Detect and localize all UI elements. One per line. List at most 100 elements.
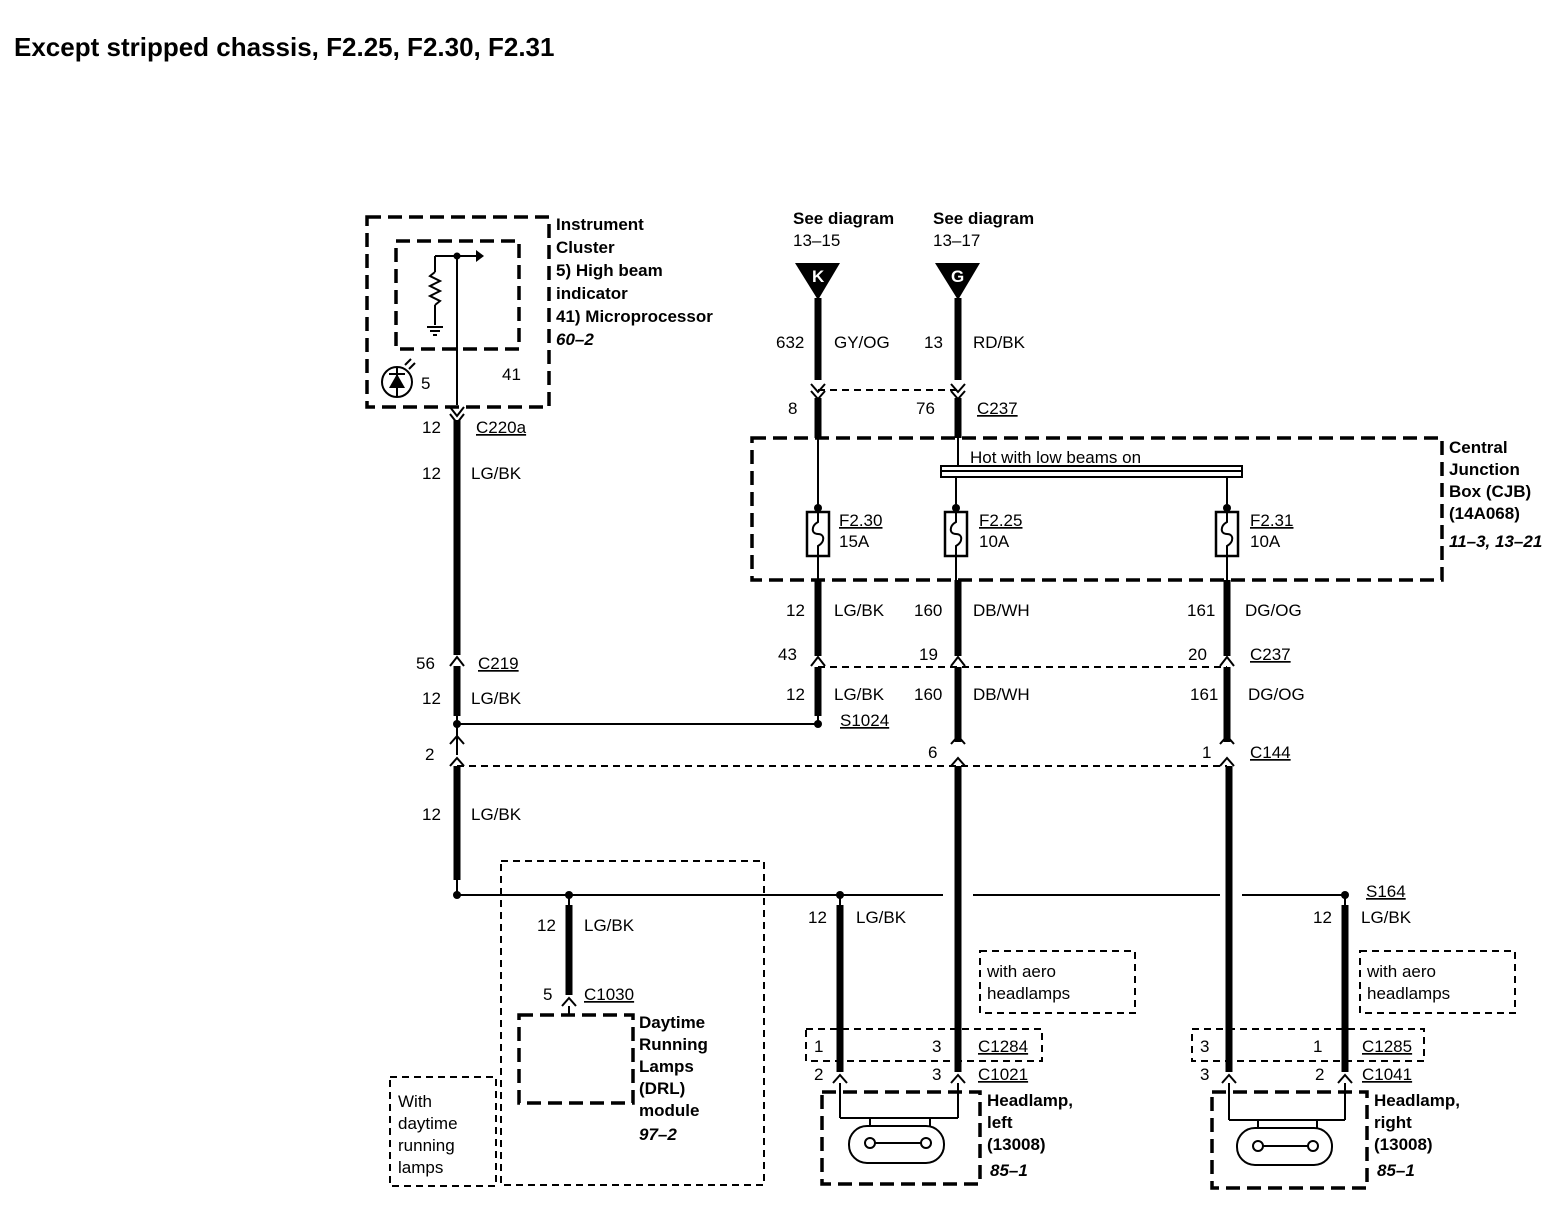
drl-option-box bbox=[500, 860, 765, 1186]
led-indicator-icon bbox=[381, 358, 416, 398]
ref-g-letter: G bbox=[951, 267, 964, 286]
drl-note-2: daytime bbox=[398, 1114, 458, 1133]
aero-note-left: with aero headlamps bbox=[979, 950, 1136, 1014]
c220a-pin: 12 bbox=[422, 418, 441, 437]
w12-circuit-drl: 12 bbox=[537, 916, 556, 935]
cjb-ref: 11–3, 13–21 bbox=[1449, 532, 1542, 551]
headlamp-right-3: (13008) bbox=[1374, 1135, 1433, 1154]
w12-color-drl: LG/BK bbox=[584, 916, 635, 935]
c1285-pin-3: 3 bbox=[1200, 1037, 1209, 1056]
central-junction-box: Central Junction Box (CJB) (14A068) 11–3… bbox=[750, 436, 1542, 582]
c1285-label: C1285 bbox=[1362, 1037, 1412, 1056]
w161-circuit-a: 161 bbox=[1187, 601, 1215, 620]
instrument-cluster-box bbox=[365, 215, 551, 409]
headlamp-right-1: Headlamp, bbox=[1374, 1091, 1460, 1110]
wire-12-color-a: LG/BK bbox=[471, 464, 522, 483]
diagram-title: Except stripped chassis, F2.25, F2.30, F… bbox=[14, 32, 554, 62]
ref-g-triangle-icon bbox=[935, 263, 980, 300]
connector-c237-top: 8 76 C237 bbox=[788, 383, 1018, 418]
cjb-label-4: (14A068) bbox=[1449, 504, 1520, 523]
drl-note-1: With bbox=[398, 1092, 432, 1111]
cluster-label-1: Instrument bbox=[556, 215, 644, 234]
headlamp-left-2: left bbox=[987, 1113, 1013, 1132]
fuse-f2-31-name: F2.31 bbox=[1250, 511, 1293, 530]
aero-left-2: headlamps bbox=[987, 984, 1070, 1003]
connector-c1041: 3 2 C1041 bbox=[1200, 1065, 1412, 1084]
drl-label-1: Daytime bbox=[639, 1013, 705, 1032]
ground-icon bbox=[427, 326, 443, 336]
w12-color-left: LG/BK bbox=[856, 908, 907, 927]
w160-circuit-b: 160 bbox=[914, 685, 942, 704]
c237-top-pin-8: 8 bbox=[788, 399, 797, 418]
ref-k-triangle-icon bbox=[795, 263, 840, 300]
drl-label-5: module bbox=[639, 1101, 699, 1120]
c1030-label: C1030 bbox=[584, 985, 634, 1004]
headlamp-right: Headlamp, right (13008) 85–1 bbox=[1210, 1083, 1460, 1190]
drl-module-box bbox=[517, 1013, 635, 1105]
connector-c219: 56 C219 bbox=[416, 654, 519, 673]
w160-circuit-a: 160 bbox=[914, 601, 942, 620]
bulb-icon bbox=[848, 1125, 945, 1164]
c1021-pin-2: 2 bbox=[814, 1065, 823, 1084]
c1030-pin: 5 bbox=[543, 985, 552, 1004]
c237-bottom-label: C237 bbox=[1250, 645, 1291, 664]
headlamp-right-2: right bbox=[1374, 1113, 1412, 1132]
cluster-label-3: 5) High beam bbox=[556, 261, 663, 280]
aero-left-1: with aero bbox=[986, 962, 1056, 981]
fuse-f2-25: F2.25 10A bbox=[943, 510, 1022, 558]
wire-13-color: RD/BK bbox=[973, 333, 1026, 352]
w161-color-b: DG/OG bbox=[1248, 685, 1305, 704]
fuse-f2-30-name: F2.30 bbox=[839, 511, 882, 530]
w160-color-a: DB/WH bbox=[973, 601, 1030, 620]
c1041-label: C1041 bbox=[1362, 1065, 1412, 1084]
pin-41-label: 41 bbox=[502, 365, 521, 384]
bus-label: Hot with low beams on bbox=[970, 448, 1141, 467]
headlamp-left-ref: 85–1 bbox=[990, 1161, 1028, 1180]
aero-note-right: with aero headlamps bbox=[1359, 950, 1516, 1014]
connector-c237-bottom: 43 19 20 C237 bbox=[778, 645, 1291, 668]
arrow-icon bbox=[476, 250, 484, 262]
c144-pin-6: 6 bbox=[928, 743, 937, 762]
c1021-pin-3: 3 bbox=[932, 1065, 941, 1084]
aero-right-1: with aero bbox=[1366, 962, 1436, 981]
w12-circuit-e: 12 bbox=[786, 685, 805, 704]
wire-632-circuit: 632 bbox=[776, 333, 804, 352]
c220a-label: C220a bbox=[476, 418, 527, 437]
c237-pin-20: 20 bbox=[1188, 645, 1207, 664]
cluster-label-5: 41) Microprocessor bbox=[556, 307, 713, 326]
c1041-pin-3: 3 bbox=[1200, 1065, 1209, 1084]
w12-circuit-d: 12 bbox=[786, 601, 805, 620]
drl-label-2: Running bbox=[639, 1035, 708, 1054]
ref-k-num: 13–15 bbox=[793, 231, 840, 250]
connector-c1284: 1 3 C1284 bbox=[805, 1028, 1043, 1062]
fuse-f2-30-rating: 15A bbox=[839, 532, 870, 551]
wire-12-circuit-c: 12 bbox=[422, 805, 441, 824]
c144-pin-1: 1 bbox=[1202, 743, 1211, 762]
c219-pin: 56 bbox=[416, 654, 435, 673]
c237-top-pin-76: 76 bbox=[916, 399, 935, 418]
wire-12-circuit-b: 12 bbox=[422, 689, 441, 708]
connector-c144: 6 1 C144 bbox=[457, 734, 1291, 767]
fuse-f2-31: F2.31 10A bbox=[1214, 510, 1293, 558]
wire-632-color: GY/OG bbox=[834, 333, 890, 352]
aero-right-2: headlamps bbox=[1367, 984, 1450, 1003]
fuse-icon bbox=[811, 512, 825, 556]
w12-color-e: LG/BK bbox=[834, 685, 885, 704]
wire-13-circuit: 13 bbox=[924, 333, 943, 352]
wire-12-color-c: LG/BK bbox=[471, 805, 522, 824]
fuse-f2-25-rating: 10A bbox=[979, 532, 1010, 551]
cjb-label-3: Box (CJB) bbox=[1449, 482, 1531, 501]
headlamp-left-3: (13008) bbox=[987, 1135, 1046, 1154]
c1041-pin-2: 2 bbox=[1315, 1065, 1324, 1084]
drl-note-3: running bbox=[398, 1136, 455, 1155]
resistor-icon bbox=[427, 271, 443, 306]
c219-label: C219 bbox=[478, 654, 519, 673]
w12-color-right: LG/BK bbox=[1361, 908, 1412, 927]
ref-g: See diagram 13–17 G bbox=[933, 209, 1034, 300]
splice-s1024-dot bbox=[814, 720, 822, 728]
c1284-pin-3: 3 bbox=[932, 1037, 941, 1056]
ref-g-see: See diagram bbox=[933, 209, 1034, 228]
ref-k: See diagram 13–15 K bbox=[793, 209, 894, 300]
drl-ref: 97–2 bbox=[639, 1125, 677, 1144]
